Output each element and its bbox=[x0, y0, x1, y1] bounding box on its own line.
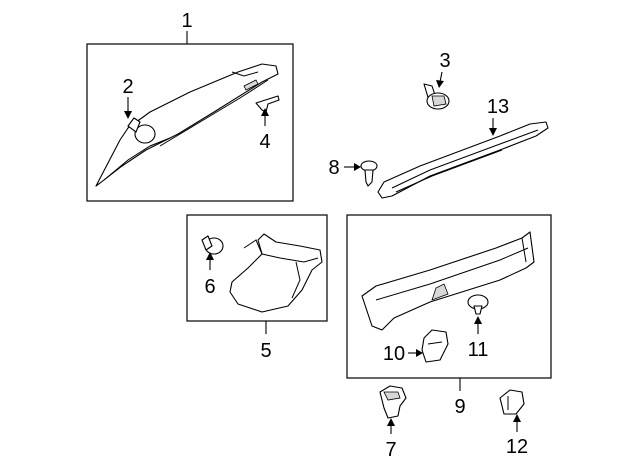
callout-8: 8 bbox=[328, 157, 339, 179]
sill-trim-edge bbox=[375, 247, 529, 301]
lower-trim-rib bbox=[291, 261, 301, 299]
callout-3: 3 bbox=[439, 50, 450, 72]
callout-1: 1 bbox=[181, 10, 192, 32]
lower-trim-crease bbox=[261, 253, 319, 263]
sill-trim-end bbox=[521, 237, 527, 263]
clip-part-2 bbox=[127, 117, 141, 133]
callout-4: 4 bbox=[259, 131, 270, 153]
tape-part-4 bbox=[255, 95, 280, 113]
leader-3 bbox=[439, 71, 443, 83]
callout-12: 12 bbox=[506, 436, 528, 458]
callout-10: 10 bbox=[383, 343, 405, 365]
scuff-plate-groove bbox=[391, 129, 539, 189]
leader-13-arrow bbox=[489, 128, 497, 136]
callout-13: 13 bbox=[487, 96, 509, 118]
pillar-trim-panel bbox=[95, 63, 279, 187]
lower-trim-tab bbox=[243, 239, 263, 255]
leader-3-arrow bbox=[436, 80, 444, 88]
clip-part-10 bbox=[421, 329, 449, 363]
leader-12-arrow bbox=[513, 414, 521, 422]
scuff-plate-part-13: 13 bbox=[377, 96, 549, 199]
clip-part-12: 12 bbox=[499, 389, 528, 458]
retainer-7-body bbox=[379, 385, 407, 419]
leader-7-arrow bbox=[387, 418, 395, 426]
leader-4-arrow bbox=[261, 108, 269, 116]
pillar-trim-rib bbox=[159, 79, 269, 147]
leader-10-arrow bbox=[416, 349, 423, 357]
screw-part-8: 8 bbox=[328, 157, 378, 187]
pillar-trim-edge bbox=[103, 137, 171, 181]
callout-5: 5 bbox=[260, 340, 271, 362]
clip-12-body bbox=[499, 389, 525, 415]
leader-6-arrow bbox=[206, 252, 214, 260]
group-1-frame bbox=[86, 43, 294, 202]
pillar-trim-slot bbox=[243, 79, 259, 91]
sill-trim-panel bbox=[361, 231, 535, 331]
callout-2: 2 bbox=[122, 76, 133, 98]
callout-7: 7 bbox=[385, 439, 396, 461]
retainer-boss bbox=[134, 124, 156, 144]
group-9-frame bbox=[346, 214, 552, 379]
group-5-lower-trim: 5 6 bbox=[186, 214, 328, 362]
leader-11-arrow bbox=[474, 316, 482, 324]
leader-2-arrow bbox=[124, 111, 132, 119]
leader-8-arrow bbox=[354, 163, 361, 171]
pushpin-shank bbox=[201, 235, 213, 251]
group-5-frame bbox=[186, 214, 328, 322]
group-1-pillar-trim: 1 2 4 bbox=[86, 10, 294, 202]
scuff-plate-lip bbox=[395, 149, 503, 193]
retainer-7-top bbox=[383, 391, 401, 401]
screw-shank bbox=[364, 169, 374, 187]
callout-9: 9 bbox=[454, 396, 465, 418]
scuff-plate-body bbox=[377, 121, 549, 199]
clip-part-10-line bbox=[427, 341, 443, 345]
callout-11: 11 bbox=[468, 339, 489, 361]
callout-6: 6 bbox=[204, 276, 215, 298]
pillar-trim-tab bbox=[231, 71, 259, 77]
retainer-part-7: 7 bbox=[379, 385, 407, 461]
sill-trim-pocket bbox=[431, 283, 449, 301]
group-9-sill-trim: 9 11 10 bbox=[346, 214, 552, 418]
pushpin-11-shank bbox=[473, 305, 483, 315]
bolt-head-hex bbox=[431, 95, 447, 107]
bolt-part-3: 3 bbox=[423, 50, 451, 110]
lower-trim-panel bbox=[229, 233, 323, 313]
